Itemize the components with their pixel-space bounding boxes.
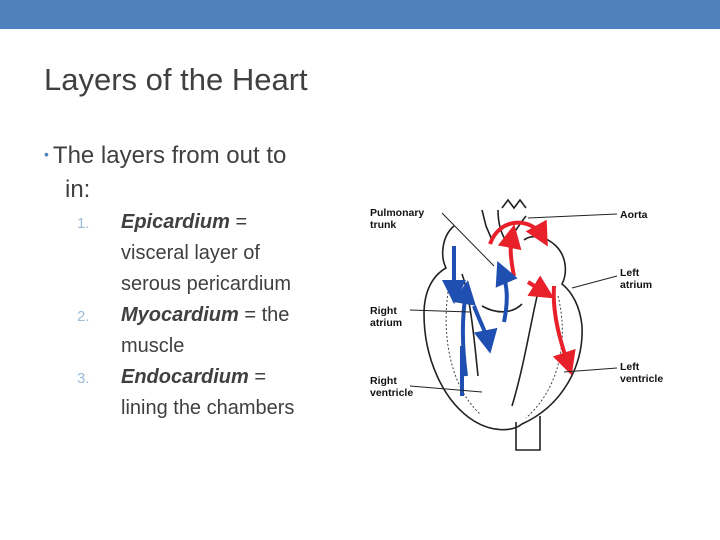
bullet-text-line2: in: xyxy=(65,176,91,203)
list-item-myocardium: 2. Myocardium = the muscle xyxy=(77,300,347,362)
label-pulmonary-trunk-line2: trunk xyxy=(370,219,396,231)
definition-line: lining the chambers xyxy=(121,397,295,419)
list-number: 2. xyxy=(77,308,90,325)
slide-title: Layers of the Heart xyxy=(44,62,308,97)
oxygenated-flow xyxy=(488,219,576,376)
term-endocardium: Endocardium xyxy=(121,366,249,388)
definition-line: serous pericardium xyxy=(121,273,292,295)
list-item-epicardium: 1. Epicardium = visceral layer of serous… xyxy=(77,207,347,300)
label-leaders xyxy=(409,212,618,393)
definition-line: muscle xyxy=(121,335,185,357)
label-right-ventricle-line2: ventricle xyxy=(370,387,413,399)
list-number: 1. xyxy=(77,215,90,232)
list-item-endocardium: 3. Endocardium = lining the chambers xyxy=(77,362,347,424)
term-epicardium: Epicardium xyxy=(121,211,230,233)
deoxygenated-flow xyxy=(442,246,518,396)
heart-diagram: Pulmonary trunk Aorta Left atrium Right … xyxy=(370,198,663,451)
label-aorta: Aorta xyxy=(620,209,648,221)
bullet-text-line1: The layers from out to xyxy=(52,142,287,169)
label-right-atrium: Right xyxy=(370,305,397,317)
term-myocardium: Myocardium xyxy=(121,304,239,326)
label-left-atrium-line2: atrium xyxy=(620,279,652,291)
list-number: 3. xyxy=(77,370,90,387)
label-pulmonary-trunk: Pulmonary xyxy=(370,207,424,219)
label-left-ventricle: Left xyxy=(620,361,640,373)
label-right-atrium-line2: atrium xyxy=(370,317,402,329)
label-right-ventricle: Right xyxy=(370,375,397,387)
term-definition-start: = the xyxy=(238,304,290,326)
label-left-atrium: Left xyxy=(620,267,640,279)
term-definition-start: = xyxy=(248,366,267,388)
bullet-marker: • xyxy=(44,146,49,162)
term-definition-start: = xyxy=(229,211,248,233)
layers-list: 1. Epicardium = visceral layer of serous… xyxy=(77,207,347,424)
label-left-ventricle-line2: ventricle xyxy=(620,373,663,385)
top-accent-bar xyxy=(0,0,720,29)
bullet-point: •The layers from out to in: xyxy=(44,140,286,206)
definition-line: visceral layer of xyxy=(121,242,260,264)
